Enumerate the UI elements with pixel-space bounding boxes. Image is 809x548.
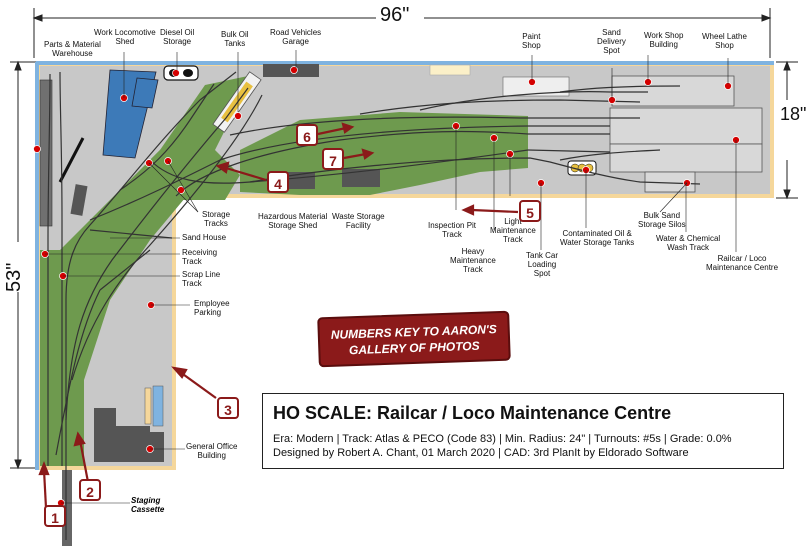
height-dimension: 53": [3, 262, 25, 292]
label-diesel-oil: Diesel Oil Storage: [160, 28, 195, 46]
photo-number-1: 1: [44, 505, 66, 527]
photo-number-5: 5: [519, 200, 541, 222]
label-contaminated: Contaminated Oil & Water Storage Tanks: [560, 229, 635, 247]
label-tank-car: Tank Car Loading Spot: [526, 251, 559, 278]
label-paint-shop: Paint Shop: [522, 32, 541, 50]
plan-title: HO SCALE: Railcar / Loco Maintenance Cen…: [273, 403, 672, 423]
width-dimension: 96": [380, 4, 410, 26]
label-road-vehicles: Road Vehicles Garage: [270, 28, 322, 46]
label-leaders: [45, 50, 737, 504]
label-hazardous: Hazardous Material Storage Shed: [258, 212, 328, 230]
photo-arrows: [38, 122, 519, 509]
gallery-key-banner: NUMBERS KEY TO AARON'S GALLERY OF PHOTOS: [317, 310, 511, 368]
label-railcar-loco: Railcar / Loco Maintenance Centre: [706, 254, 779, 272]
photo-number-4: 4: [267, 171, 289, 193]
label-bulk-oil: Bulk Oil Tanks: [221, 30, 249, 48]
label-water-chemical: Water & Chemical Wash Track: [656, 234, 721, 252]
label-heavy-maintenance: Heavy Maintenance Track: [450, 247, 496, 274]
label-work-loco-shed: Work Locomotive Shed: [94, 28, 156, 46]
photo-number-3: 3: [217, 397, 239, 419]
photo-number-2: 2: [79, 479, 101, 501]
label-light-maintenance: Light Maintenance Track: [490, 217, 536, 244]
label-sand-house: Sand House: [182, 233, 227, 242]
label-waste-storage: Waste Storage Facility: [332, 212, 385, 230]
label-wheel-lathe: Wheel Lathe Shop: [702, 32, 747, 50]
label-sand-delivery: Sand Delivery Spot: [597, 28, 626, 55]
label-parts-warehouse: Parts & Material Warehouse: [44, 40, 101, 58]
label-receiving-track: Receiving Track: [182, 248, 218, 266]
photo-number-7: 7: [322, 148, 344, 170]
right-dimension: 18": [780, 104, 807, 124]
label-employee-parking: Employee Parking: [194, 299, 230, 317]
title-block: HO SCALE: Railcar / Loco Maintenance Cen…: [262, 393, 784, 469]
label-bulk-sand: Bulk Sand Storage Silos: [638, 211, 686, 229]
plan-credits: Designed by Robert A. Chant, 01 March 20…: [273, 447, 689, 459]
tracks: [47, 71, 701, 540]
label-storage-tracks: Storage Tracks: [202, 210, 231, 228]
label-general-office: General Office Building: [186, 442, 238, 460]
dimension-lines: [10, 8, 798, 470]
label-staging-cassette: Staging Cassette: [131, 496, 165, 514]
plan-specs: Era: Modern | Track: Atlas & PECO (Code …: [273, 433, 732, 445]
photo-number-6: 6: [296, 124, 318, 146]
label-inspection-pit: Inspection Pit Track: [428, 221, 477, 239]
label-work-shop: Work Shop Building: [644, 31, 684, 49]
label-scrap-line: Scrap Line Track: [182, 270, 221, 288]
